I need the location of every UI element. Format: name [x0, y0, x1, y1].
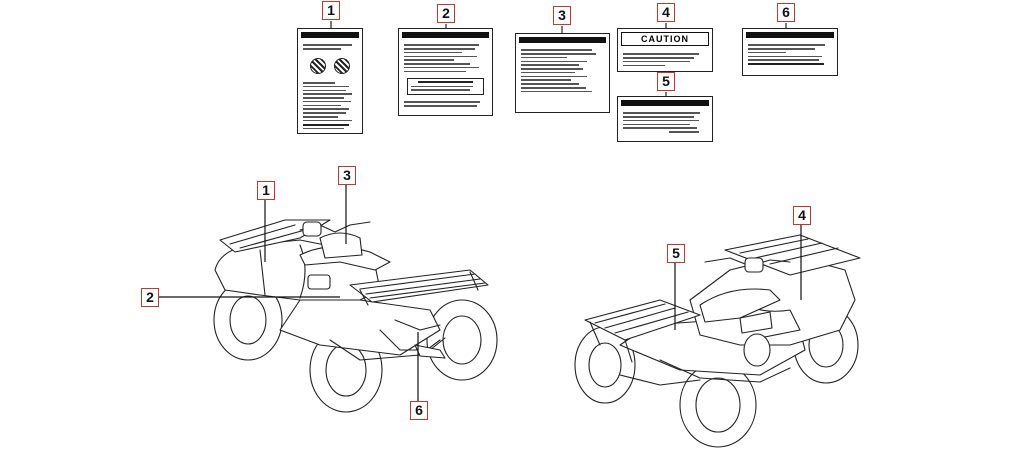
decal-callout-2: 2 [437, 4, 455, 23]
vehicle-callout-3: 3 [338, 166, 356, 185]
tail-light [308, 275, 330, 289]
vehicle-callout-6: 6 [410, 401, 428, 420]
decal-header-bar [621, 100, 709, 106]
tire-pressure-box [407, 78, 484, 96]
seat [700, 289, 780, 322]
caution-heading: CAUTION [621, 32, 709, 46]
decal-2-sheet [398, 28, 493, 116]
vehicle-callout-2: 2 [141, 288, 159, 307]
vehicle-callout-4: 4 [793, 206, 811, 225]
decal-5-sheet [617, 96, 713, 142]
decal-callout-4: 4 [657, 3, 675, 22]
decal-header-bar [746, 32, 834, 38]
decal-header-bar [301, 32, 359, 38]
wheel-right [427, 300, 497, 380]
rear-rack [725, 235, 860, 275]
decal-callout-1: 1 [322, 1, 340, 20]
instrument-pod [303, 222, 321, 236]
decal-callout-3: 3 [553, 6, 571, 25]
side-panel [740, 312, 772, 333]
decal-6-sheet [742, 28, 838, 76]
decal-header-bar [519, 37, 606, 43]
warning-pictogram-icon [334, 57, 350, 74]
wheel-hub [230, 296, 266, 344]
decal-4-sheet: CAUTION [617, 28, 713, 72]
engine-cover [744, 334, 770, 366]
decal-3-sheet [515, 33, 610, 113]
fuel-tank [320, 233, 362, 258]
vehicle-callout-5: 5 [667, 244, 685, 263]
decal-callout-6: 6 [777, 3, 795, 22]
rear-rack [350, 270, 488, 302]
decal-1-sheet [297, 28, 363, 134]
decal-header-bar [402, 32, 489, 38]
decal-callout-5: 5 [657, 72, 675, 91]
warning-pictogram-icon [310, 57, 326, 74]
front-rack [585, 300, 700, 340]
vehicle-callout-1: 1 [257, 181, 275, 200]
front-bumper [620, 375, 700, 385]
instrument-pod [745, 258, 763, 272]
